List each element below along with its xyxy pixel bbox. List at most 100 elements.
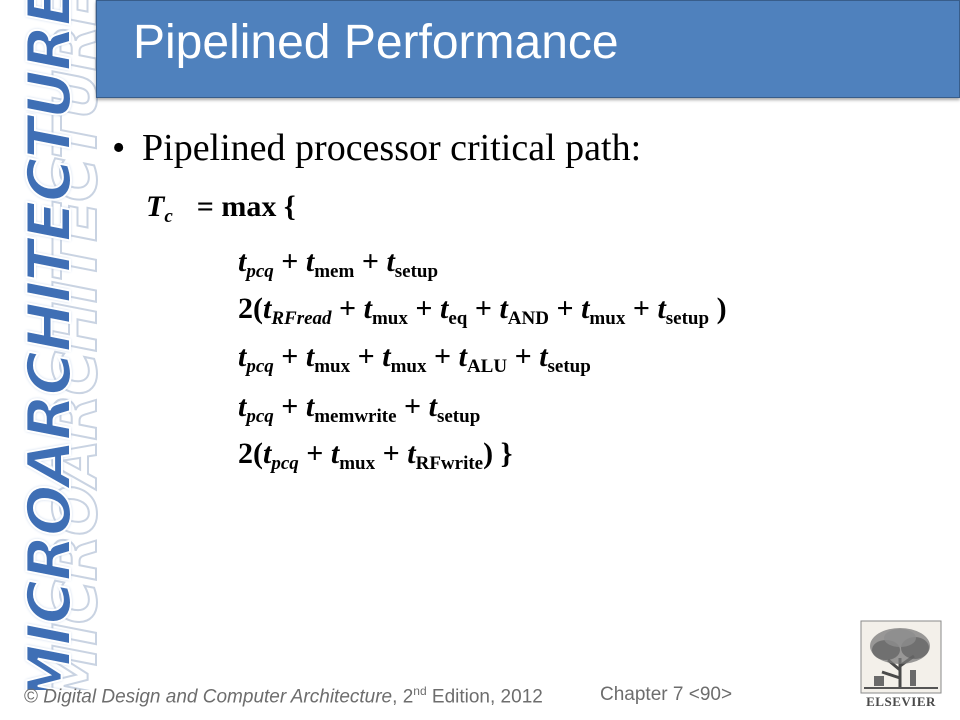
time-variable: t [657,292,666,325]
time-variable: t [581,292,590,325]
subscript-text: mem [314,261,355,282]
operator: + [548,292,582,325]
time-variable: t [330,437,340,470]
side-banner: MICROARCHITECTURE MICROARCHITECTURE [0,0,100,690]
subscript-text: setup [394,261,439,282]
elsevier-label: ELSEVIER [866,694,936,709]
time-subscript: setup [666,308,709,329]
time-subscript: setup [395,261,438,282]
subscript-text: pcq [246,406,274,427]
time-variable: t [238,245,247,278]
subscript-text: mux [390,356,427,377]
time-variable: t [263,292,272,325]
time-variable: t [499,292,508,325]
edition-pre: , 2 [392,686,414,708]
operator: + [331,292,364,325]
equation-term-3: tpcq + tmux + tmux + tALU + tsetup [238,340,591,377]
equation-term-1: tpcq + tmem + tsetup [238,245,438,282]
equation-lhs: Tc = max { [146,190,296,227]
subscript-text: setup [547,356,591,377]
bullet-symbol: • [112,127,126,169]
time-variable: t [238,340,247,373]
subscript-text: mux [339,453,376,474]
operator: + [625,292,658,325]
time-subscript: mux [339,453,375,474]
equation-term-4: tpcq + tmemwrite + tsetup [238,390,480,427]
time-subscript: pcq [246,406,273,427]
bullet-text: Pipelined processor critical path: [142,127,642,169]
elsevier-tree-icon [860,620,942,694]
side-banner-text: MICROARCHITECTURE [14,0,86,690]
time-variable: t [407,437,416,470]
bullet-item: • Pipelined processor critical path: [112,126,641,170]
time-variable: t [305,340,315,373]
time-variable: t [440,292,449,325]
subscript-text: memwrite [314,406,397,427]
book-title: Digital Design and Computer Architecture [43,686,393,708]
equation-rhs: = max { [196,190,296,223]
time-subscript: setup [548,356,591,377]
chapter-page-number: Chapter 7 <90> [600,684,733,705]
subscript-text: setup [436,406,481,427]
subscript-text: RFread [271,308,332,329]
subscript-text: pcq [246,261,274,282]
time-subscript: RFwrite [416,453,484,474]
operator: + [298,437,331,470]
subscript-text: ALU [466,356,508,377]
time-variable: t [386,245,395,278]
slide-title: Pipelined Performance [133,16,619,69]
subscript-text: pcq [246,356,274,377]
term-prefix: 2( [238,437,263,470]
operator: + [407,292,440,325]
time-variable: t [263,437,272,470]
operator: + [273,245,306,278]
time-variable: t [238,390,247,423]
operator: + [426,340,459,373]
time-variable: t [305,245,315,278]
edition-sup: nd [413,684,427,698]
term-suffix: ) } [483,437,513,470]
time-subscript: memwrite [314,406,396,427]
time-subscript: AND [508,308,549,329]
time-subscript: eq [448,308,467,329]
time-subscript: pcq [271,453,298,474]
edition-post: Edition, 2012 [426,686,543,708]
operator [709,292,717,325]
subscript-text: mux [371,308,408,329]
equation-term-2: 2(tRFread + tmux + teq + tAND + tmux + t… [238,292,727,329]
subscript-text: setup [665,308,710,329]
elsevier-logo: ELSEVIER [860,620,942,710]
time-variable: t [458,340,467,373]
title-bar: Pipelined Performance [96,0,960,98]
operator: + [273,390,306,423]
operator: + [350,340,383,373]
time-variable: t [305,390,315,423]
operator: + [507,340,540,373]
term-prefix: 2( [238,292,263,325]
time-variable: t [539,340,548,373]
time-subscript: mux [372,308,408,329]
time-variable: t [428,390,437,423]
time-subscript: pcq [246,356,273,377]
subscript-text: mux [589,308,626,329]
time-variable: t [382,340,391,373]
operator: + [375,437,408,470]
lhs-var: T [146,190,165,223]
time-subscript: pcq [246,261,273,282]
subscript-text: mux [314,356,351,377]
operator: + [273,340,306,373]
time-subscript: ALU [467,356,507,377]
time-subscript: mux [589,308,625,329]
time-subscript: mux [314,356,350,377]
subscript-text: eq [448,308,468,329]
operator: + [396,390,429,423]
time-variable: t [363,292,372,325]
time-subscript: mem [314,261,354,282]
subscript-text: pcq [271,453,299,474]
lhs-sub: c [164,206,173,227]
subscript-text: AND [507,308,549,329]
equation-term-5: 2(tpcq + tmux + tRFwrite) } [238,437,513,474]
subscript-text: RFwrite [415,453,484,474]
time-subscript: setup [437,406,480,427]
copyright-symbol: © [24,686,38,708]
